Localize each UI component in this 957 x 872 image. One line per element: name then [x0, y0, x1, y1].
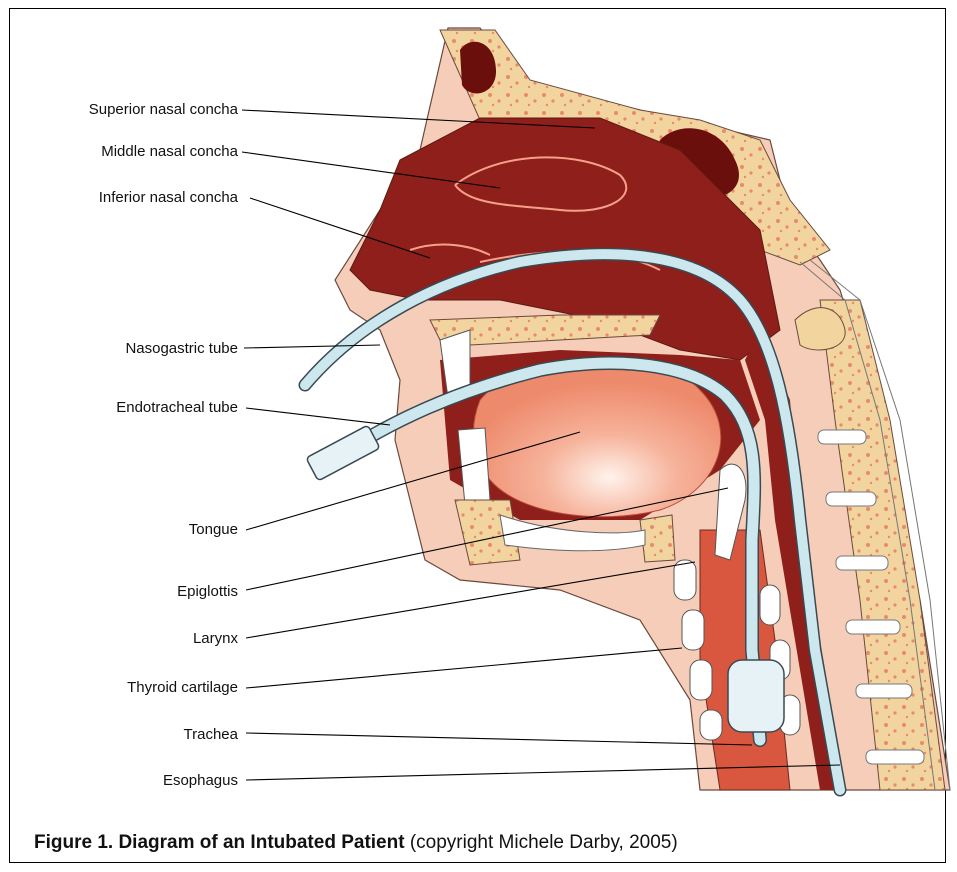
label-esophagus: Esophagus: [24, 772, 238, 789]
caption-title: Figure 1. Diagram of an Intubated Patien…: [34, 832, 405, 853]
label-endotracheal-tube: Endotracheal tube: [24, 399, 238, 416]
label-larynx: Larynx: [24, 630, 238, 647]
label-epiglottis: Epiglottis: [24, 583, 238, 600]
label-trachea: Trachea: [24, 726, 238, 743]
label-tongue: Tongue: [24, 521, 238, 538]
label-superior-nasal-concha: Superior nasal concha: [24, 101, 238, 118]
figure-caption: Figure 1. Diagram of an Intubated Patien…: [34, 832, 678, 854]
tube-connector: [306, 425, 380, 481]
label-nasogastric-tube: Nasogastric tube: [24, 340, 238, 357]
label-thyroid-cartilage: Thyroid cartilage: [24, 679, 238, 696]
label-inferior-nasal-concha: Inferior nasal concha: [24, 189, 238, 206]
label-middle-nasal-concha: Middle nasal concha: [24, 143, 238, 160]
caption-copyright: (copyright Michele Darby, 2005): [405, 832, 678, 853]
tube-cuff: [728, 660, 784, 732]
